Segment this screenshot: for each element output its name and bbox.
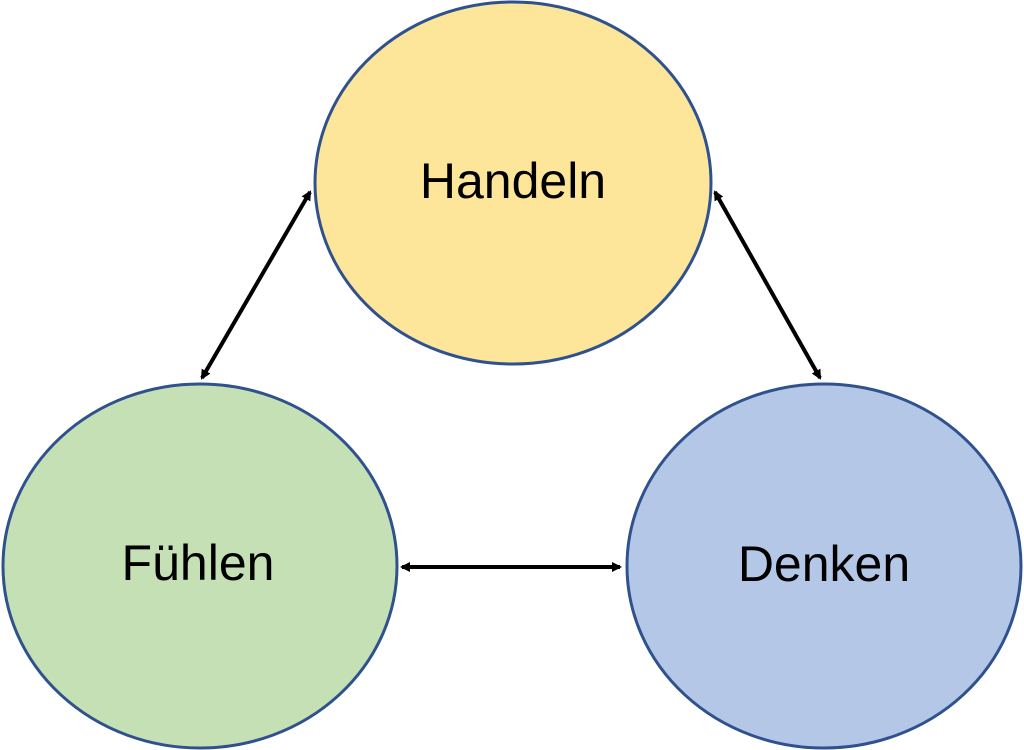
node-fuehlen-circle [1,382,399,750]
arrow-handeln-denken [713,190,822,380]
node-fuehlen-label: Fühlen [122,535,275,591]
node-fuehlen: Fühlen [1,382,399,750]
arrow-handeln-fuehlen [200,190,312,380]
node-denken: Denken [625,382,1023,750]
node-handeln: Handeln [313,0,713,366]
node-denken-label: Denken [738,536,910,592]
node-handeln-circle [313,0,713,366]
node-handeln-label: Handeln [420,153,606,209]
node-denken-circle [625,382,1023,750]
